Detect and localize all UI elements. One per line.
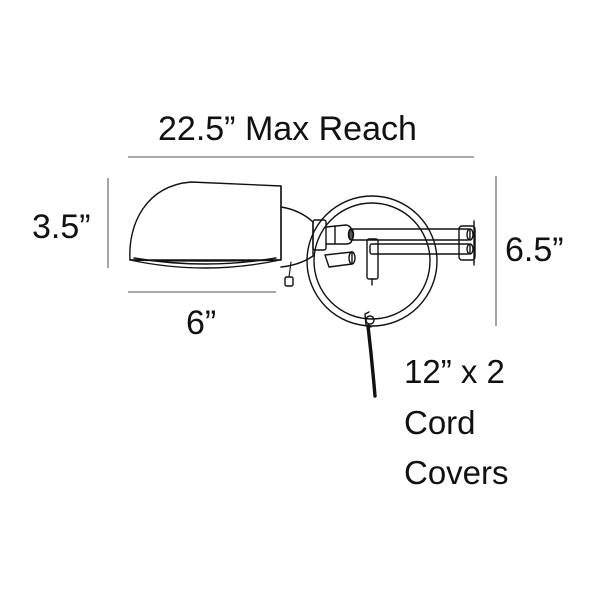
lamp-icon — [129, 181, 476, 398]
cord-icon — [364, 311, 377, 398]
shade-width-label: 6” — [186, 304, 217, 342]
pull-chain-icon — [284, 261, 294, 287]
max-reach-label: 22.5” Max Reach — [158, 110, 417, 148]
dimension-lines — [107, 156, 497, 326]
shade-icon — [129, 181, 282, 269]
socket-icon — [280, 206, 353, 268]
mount-icon — [324, 251, 356, 268]
cord-note-line-1: 12” x 2 — [404, 353, 505, 390]
shade-height-label: 3.5” — [32, 208, 91, 246]
backplate-icon — [306, 195, 438, 327]
swing-arm-icon — [347, 220, 476, 286]
backplate-height-label: 6.5” — [505, 231, 564, 269]
cord-note-line-3: Covers — [404, 454, 509, 491]
cord-note-line-2: Cord — [404, 404, 476, 441]
